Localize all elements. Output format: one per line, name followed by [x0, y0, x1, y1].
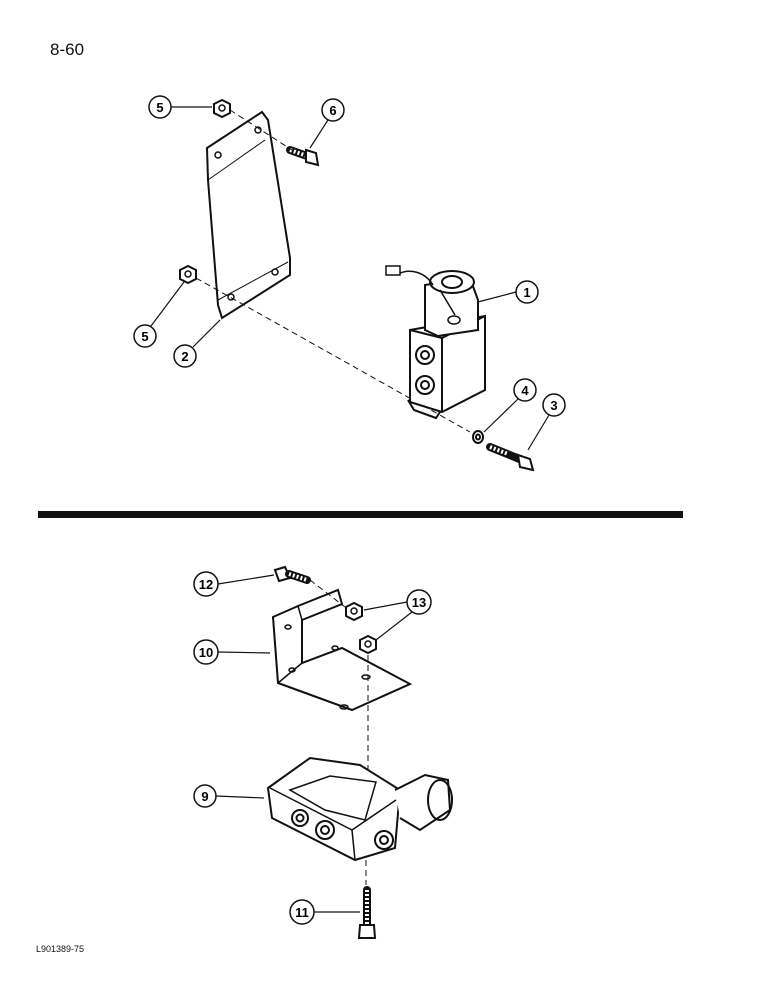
svg-text:4: 4 [521, 383, 529, 398]
bolt-6 [286, 146, 320, 167]
callout-9: 9 [193, 784, 265, 808]
callout-5-top: 5 [148, 95, 212, 119]
svg-text:5: 5 [141, 329, 148, 344]
bolt-3 [486, 443, 535, 472]
svg-text:6: 6 [329, 103, 336, 118]
page-number: 8-60 [50, 40, 85, 59]
nut-top [213, 98, 231, 119]
angle-bracket [271, 588, 413, 712]
callout-13: 13 [363, 589, 432, 641]
svg-text:9: 9 [201, 789, 208, 804]
control-valve [266, 756, 453, 862]
figure-code: L901389-75 [36, 944, 85, 954]
svg-text:1: 1 [523, 285, 530, 300]
lower-assembly [266, 565, 453, 939]
section-divider [38, 511, 683, 518]
callout-11: 11 [289, 899, 360, 925]
nut-left [179, 264, 197, 285]
svg-text:2: 2 [181, 349, 188, 364]
callout-6: 6 [309, 98, 345, 149]
svg-text:5: 5 [156, 100, 163, 115]
svg-text:10: 10 [199, 645, 213, 660]
upper-assembly [179, 98, 535, 472]
callout-4: 4 [483, 378, 537, 433]
svg-text:13: 13 [412, 595, 426, 610]
svg-text:11: 11 [295, 905, 309, 920]
bolt-11 [357, 886, 377, 939]
svg-text:12: 12 [199, 577, 213, 592]
callout-3: 3 [527, 393, 566, 451]
nut-13-lower [359, 634, 377, 655]
callout-12: 12 [193, 571, 275, 597]
solenoid-valve [385, 265, 486, 420]
washer [472, 430, 484, 444]
nut-13-upper [345, 601, 363, 622]
bracket-plate [205, 110, 291, 320]
callout-10: 10 [193, 639, 271, 665]
svg-text:3: 3 [550, 398, 557, 413]
callout-5-left: 5 [133, 281, 185, 348]
bolt-12 [273, 565, 311, 584]
callout-2: 2 [173, 319, 221, 368]
callout-1: 1 [477, 280, 539, 304]
